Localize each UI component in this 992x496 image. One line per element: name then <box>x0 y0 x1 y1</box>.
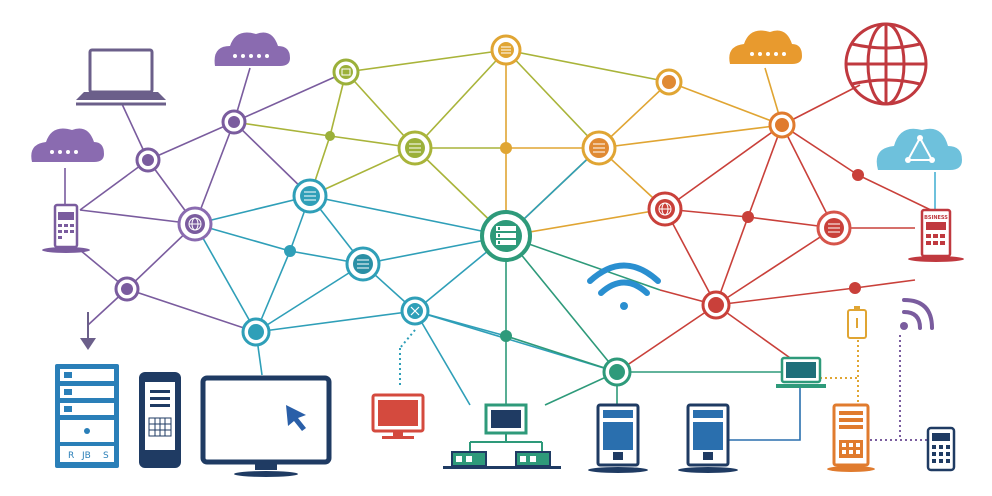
cloud-icon <box>729 30 802 64</box>
hub-node <box>701 290 731 320</box>
edges-teal <box>194 147 618 406</box>
laptop-icon <box>776 356 826 388</box>
rack-label-1: R <box>68 451 74 461</box>
edges-green <box>505 235 800 406</box>
hub-node <box>114 276 140 302</box>
junction-dot <box>852 169 864 181</box>
monitor-icon <box>371 393 425 439</box>
junction-dot <box>742 211 754 223</box>
database-node <box>397 130 433 166</box>
database-node <box>490 34 522 66</box>
arrow-down-icon <box>80 312 96 350</box>
junction-dot <box>500 142 512 154</box>
laptop-icon <box>76 48 166 106</box>
junction-dot <box>284 245 296 257</box>
mobile-phone-icon <box>42 203 90 253</box>
ring-nodes <box>114 34 852 387</box>
hub-node <box>602 357 632 387</box>
network-switch-icon <box>443 403 561 469</box>
junction-dots <box>284 131 864 342</box>
hub-node <box>241 317 271 347</box>
server-node <box>345 246 381 282</box>
database-node <box>581 130 617 166</box>
smartphone-icon <box>139 372 181 468</box>
hub-node <box>221 109 247 135</box>
database-node <box>655 68 683 96</box>
cloud-network-icon <box>876 128 962 210</box>
junction-dot <box>325 131 335 141</box>
tower-server-icon <box>588 403 648 473</box>
central-database-node <box>480 210 532 262</box>
cursor-arrow-icon <box>286 405 306 431</box>
cloud-icon <box>214 32 290 66</box>
tower-server-icon <box>678 403 738 473</box>
hub-node <box>768 111 796 139</box>
cloud-icon <box>31 128 104 162</box>
server-node <box>292 178 328 214</box>
server-rack-icon: R JB S <box>55 364 119 468</box>
globe-icon <box>844 22 928 106</box>
globe-node <box>647 191 683 227</box>
edges-red <box>616 84 936 373</box>
rack-label-3: S <box>103 451 109 461</box>
junction-dot <box>500 330 512 342</box>
edge-laptop-to-server <box>720 385 801 441</box>
monitor-icon <box>200 375 332 477</box>
hub-node <box>400 296 430 326</box>
globe-node <box>177 206 213 242</box>
battery-icon <box>847 306 867 339</box>
edges-dotted <box>399 329 928 441</box>
mobile-phone-icon: BSINESS <box>908 208 964 262</box>
tower-server-icon <box>827 403 875 472</box>
database-node <box>816 210 852 246</box>
router-icon <box>926 426 956 472</box>
wifi-icon <box>587 262 661 310</box>
rack-label-2: JB <box>81 451 91 461</box>
signal-icon <box>900 298 934 330</box>
database-node <box>332 58 360 86</box>
junction-dot <box>849 282 861 294</box>
phone-label: BSINESS <box>924 215 948 221</box>
hub-node <box>135 147 161 173</box>
